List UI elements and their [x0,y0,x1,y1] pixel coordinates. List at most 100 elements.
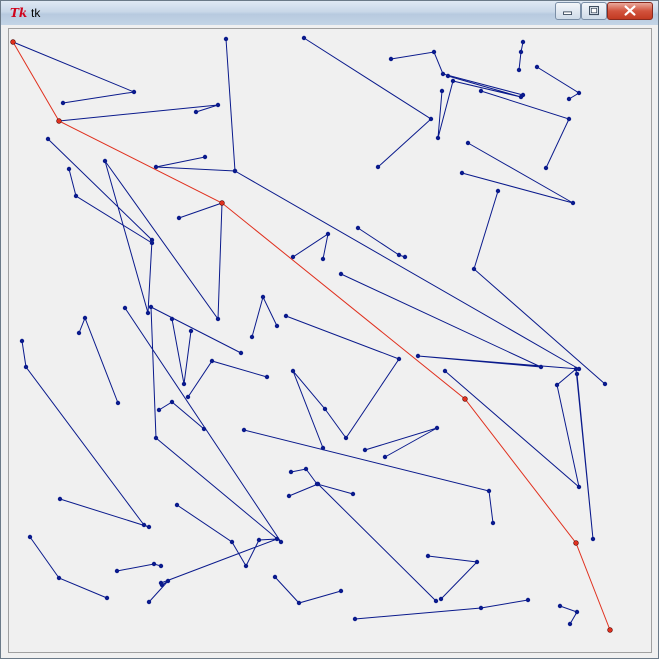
vertex-point [320,256,326,262]
vertex-point [131,89,137,95]
polygon-chain-26 [243,429,494,524]
vertex-point [538,364,544,370]
polygon-chain-25 [444,368,594,540]
vertex-point [290,254,296,260]
vertex-point [249,334,255,340]
vertex-point [241,427,247,433]
vertex-point [238,350,244,356]
vertex-point [486,488,492,494]
vertex-point [158,563,164,569]
polygon-chain-20 [171,318,192,385]
vertex-point [60,100,66,106]
vertex-point [518,49,524,55]
vertex-point [102,158,108,164]
vertex-point [350,491,356,497]
vertex-point [440,71,446,77]
minimize-button[interactable] [555,2,581,20]
vertex-point [576,484,582,490]
vertex-point [490,520,496,526]
shortest-path-line [12,41,611,631]
maximize-button[interactable] [581,2,607,20]
vertex-point [375,164,381,170]
vertex-point [56,575,62,581]
path-node [10,39,16,45]
polygon-chain-33 [148,580,169,603]
vertex-point [274,536,280,542]
vertex-point [322,406,328,412]
close-button[interactable] [607,2,653,20]
vertex-point [243,563,249,569]
vertex-point [362,447,368,453]
vertex-point [202,154,208,160]
polygon-chain-16 [357,227,406,258]
vertex-point [388,56,394,62]
polygon-chain-37 [559,605,578,625]
vertex-point [574,371,580,377]
vertex-point [288,469,294,475]
polygon-chain-3 [155,38,236,172]
vertex-point [315,481,321,487]
vertex-point [525,597,531,603]
polygon-chain-27 [364,427,438,458]
polygon-chain-7 [518,41,524,71]
vertex-point [433,598,439,604]
close-icon [624,5,636,16]
path-node [219,200,225,206]
vertex-point [229,539,235,545]
vertex-point [566,96,572,102]
vertex-point [557,603,563,609]
vertex-point [445,73,451,79]
vertex-point [145,310,151,316]
polygon-chain-35 [274,576,342,604]
vertex-point [174,502,180,508]
window-title: tk [31,6,41,20]
vertex-point [256,537,262,543]
vertex-point [153,164,159,170]
vertex-point [396,252,402,258]
vertex-point [590,536,596,542]
vertex-point [402,254,408,260]
polygon-chain-9 [480,90,570,169]
vertex-point [23,364,29,370]
polygon-chain-5 [390,51,524,96]
vertex-point [283,313,289,319]
vertex-point [201,426,207,432]
vertex-point [303,466,309,472]
polygon-chain-30 [427,555,479,600]
vertex-point [286,493,292,499]
vertex-point [188,328,194,334]
path-node [573,540,579,546]
vertex-point [57,496,63,502]
polygon-chain-10 [461,142,574,204]
polygon-chain-13 [47,138,223,321]
vertex-point [602,381,608,387]
vertex-point [169,399,175,405]
vertex-point [176,215,182,221]
title-bar[interactable]: Tk tk [1,1,658,25]
vertex-point [450,78,456,84]
vertex-point [459,170,465,176]
vertex-point [438,596,444,602]
vertex-point [428,116,434,122]
vertex-point [209,358,215,364]
polygon-chain-36 [354,599,529,620]
vertex-point [148,304,154,310]
vertex-point [290,368,296,374]
vertex-point [296,600,302,606]
vertex-point [185,394,191,400]
minimize-icon [563,11,572,15]
vertex-point [153,435,159,441]
vertex-point [215,316,221,322]
drawing-canvas[interactable] [9,29,651,652]
vertex-point [274,323,280,329]
vertex-point [425,553,431,559]
path-node [607,627,613,633]
vertex-point [272,574,278,580]
vertex-point [146,524,152,530]
vertex-point [193,109,199,115]
vertex-point [518,94,524,100]
vertex-point [465,140,471,146]
vertex-point [576,90,582,96]
vertex-point [478,605,484,611]
vertex-point [495,188,501,194]
